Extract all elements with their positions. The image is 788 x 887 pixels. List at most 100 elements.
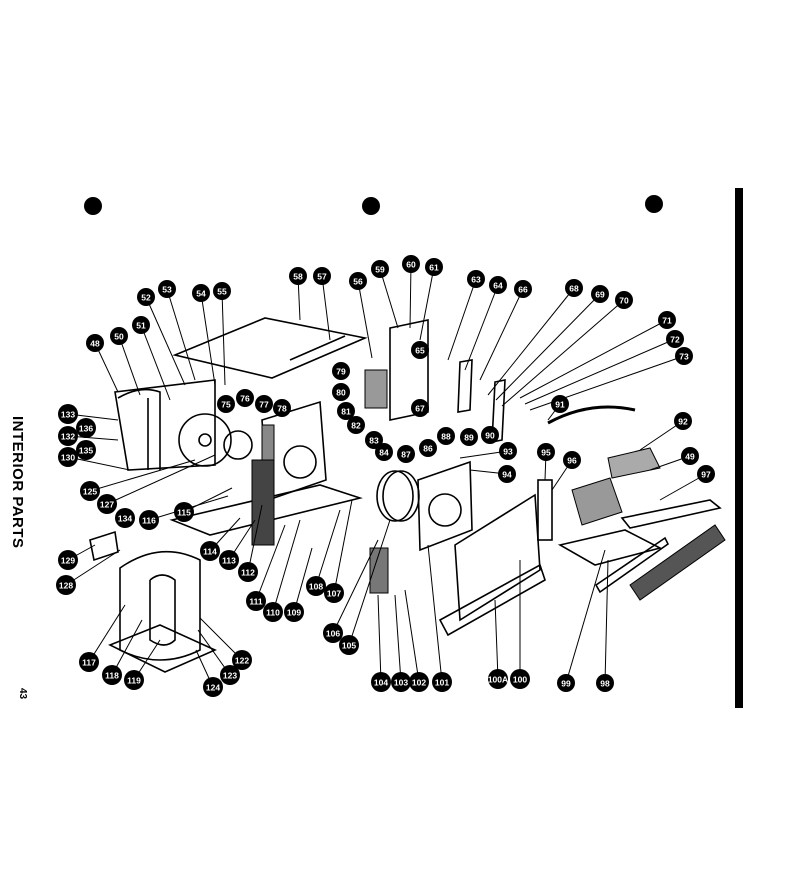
callout-bubble: [481, 426, 499, 444]
callout-91: 91: [551, 395, 569, 413]
callout-bubble: [97, 494, 117, 514]
callout-label: 136: [79, 424, 93, 434]
callout-78: 78: [273, 399, 291, 417]
callout-label: 50: [114, 332, 124, 342]
callout-bubble: [137, 288, 155, 306]
callout-128: 128: [56, 575, 76, 595]
callout-label: 94: [502, 470, 512, 480]
callout-label: 124: [206, 683, 220, 693]
callout-label: 127: [100, 500, 114, 510]
callout-bubble: [402, 255, 420, 273]
callout-bubble: [460, 428, 478, 446]
callout-label: 103: [394, 678, 408, 688]
callout-116: 116: [139, 510, 159, 530]
callout-label: 123: [223, 671, 237, 681]
callout-99: 99: [557, 674, 575, 692]
callout-label: 59: [375, 265, 385, 275]
callout-87: 87: [397, 445, 415, 463]
callout-81: 81: [337, 402, 355, 420]
callout-61: 61: [425, 258, 443, 276]
callout-bubble: [323, 623, 343, 643]
callout-72: 72: [666, 330, 684, 348]
callout-94: 94: [498, 465, 516, 483]
callout-label: 117: [82, 658, 96, 668]
callout-bubble: [563, 451, 581, 469]
callout-bubble: [514, 280, 532, 298]
part-drawings: [89, 317, 726, 673]
callout-73: 73: [675, 347, 693, 365]
callout-108: 108: [306, 576, 326, 596]
callout-101: 101: [432, 672, 452, 692]
binder-hole-left: [84, 197, 102, 215]
callout-label: 130: [61, 453, 75, 463]
callout-label: 119: [127, 676, 141, 686]
callout-68: 68: [565, 279, 583, 297]
callout-bubble: [332, 383, 350, 401]
page-edge-bar: [735, 188, 743, 708]
callout-80: 80: [332, 383, 350, 401]
callout-label: 134: [118, 514, 132, 524]
binder-hole-right: [645, 195, 663, 213]
callout-bubble: [499, 442, 517, 460]
callout-53: 53: [158, 280, 176, 298]
callout-bubble: [174, 502, 194, 522]
callout-label: 78: [277, 404, 287, 414]
callout-66: 66: [514, 280, 532, 298]
callout-123: 123: [220, 665, 240, 685]
callout-67: 67: [411, 399, 429, 417]
callout-bubble: [666, 330, 684, 348]
callout-bubble: [615, 291, 633, 309]
callout-label: 115: [177, 508, 191, 518]
callout-bubble: [58, 404, 78, 424]
callout-bubble: [132, 316, 150, 334]
callout-bubble: [591, 285, 609, 303]
callout-bubble: [56, 575, 76, 595]
callout-97: 97: [697, 465, 715, 483]
callout-label: 68: [569, 284, 579, 294]
callout-93: 93: [499, 442, 517, 460]
callout-64: 64: [489, 276, 507, 294]
callout-bubble: [246, 591, 266, 611]
callout-bubble: [674, 412, 692, 430]
callout-bubble: [236, 389, 254, 407]
callout-label: 91: [555, 400, 565, 410]
callout-label: 83: [369, 436, 379, 446]
callout-label: 106: [326, 629, 340, 639]
callout-label: 82: [351, 421, 361, 431]
callout-110: 110: [263, 602, 283, 622]
callout-label: 125: [83, 487, 97, 497]
callout-bubble: [76, 418, 96, 438]
callout-label: 72: [670, 335, 680, 345]
callout-60: 60: [402, 255, 420, 273]
callout-51: 51: [132, 316, 150, 334]
callout-48: 48: [86, 334, 104, 352]
callout-label: 112: [241, 568, 255, 578]
callout-label: 105: [342, 641, 356, 651]
callout-label: 114: [203, 547, 217, 557]
callout-label: 84: [379, 448, 389, 458]
callout-111: 111: [246, 591, 266, 611]
callout-52: 52: [137, 288, 155, 306]
callout-98: 98: [596, 674, 614, 692]
callout-bubble: [139, 510, 159, 530]
callout-bubble: [313, 267, 331, 285]
callout-label: 128: [59, 581, 73, 591]
callout-90: 90: [481, 426, 499, 444]
callout-label: 132: [61, 432, 75, 442]
callout-bubble: [203, 677, 223, 697]
callout-86: 86: [419, 439, 437, 457]
callout-label: 61: [429, 263, 439, 273]
callout-89: 89: [460, 428, 478, 446]
callout-bubble: [306, 576, 326, 596]
callout-label: 48: [90, 339, 100, 349]
callout-bubble: [551, 395, 569, 413]
callout-88: 88: [437, 427, 455, 445]
callout-bubble: [158, 280, 176, 298]
callout-129: 129: [58, 550, 78, 570]
callout-label: 66: [518, 285, 528, 295]
callout-label: 100: [513, 675, 527, 685]
callout-label: 58: [293, 272, 303, 282]
callout-label: 135: [79, 446, 93, 456]
binder-hole-center: [362, 197, 380, 215]
callout-label: 101: [435, 678, 449, 688]
